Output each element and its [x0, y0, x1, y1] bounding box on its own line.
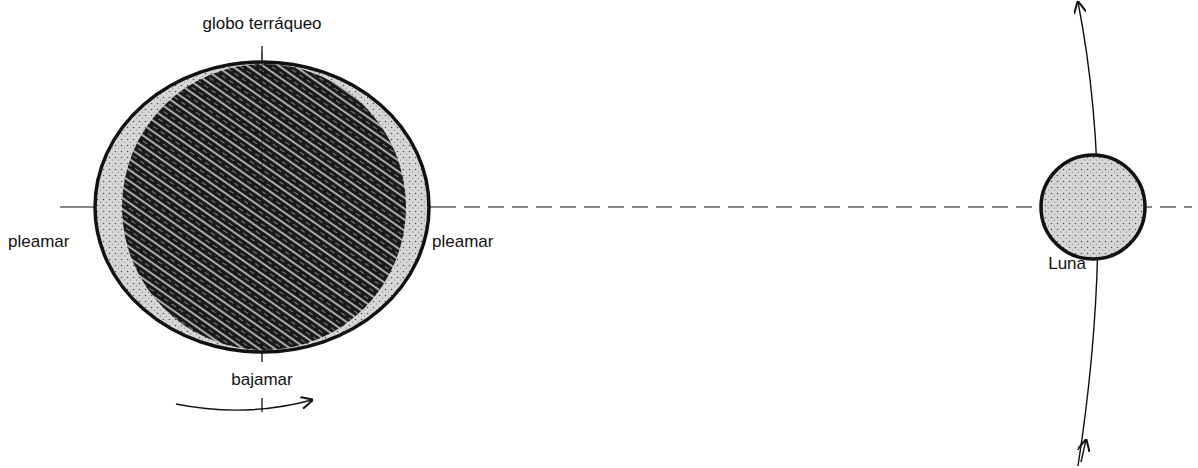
tide-label: bajamar	[231, 370, 292, 390]
tick	[261, 398, 262, 412]
tide-label: pleamar	[8, 232, 69, 252]
moon-label: Luna	[1048, 254, 1086, 274]
orbit-arrow	[1081, 440, 1086, 462]
tick	[261, 46, 262, 60]
tide-label: pleamar	[432, 232, 493, 252]
tick	[261, 352, 262, 362]
earth-label: globo terráqueo	[202, 14, 321, 34]
rotation-arrow	[176, 400, 312, 410]
moon	[1041, 155, 1145, 259]
earth-axis	[262, 52, 263, 207]
earth-globe	[122, 64, 406, 350]
